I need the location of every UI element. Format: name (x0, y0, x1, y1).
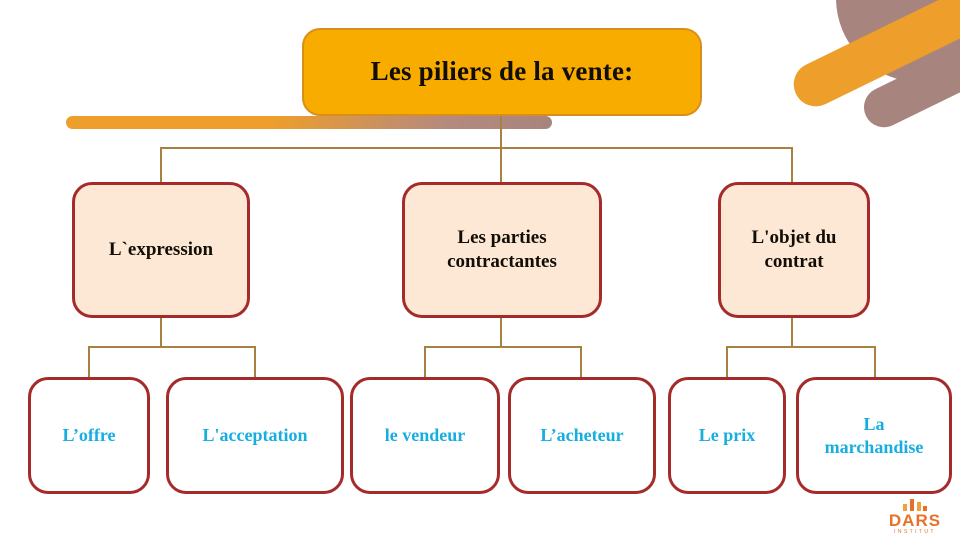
logo-subtitle: INSTITUT (894, 529, 936, 535)
diagram-node-offre-label: L’offre (62, 425, 116, 446)
diagram-node-objet-du-contrat-label: L'objet du contrat (751, 227, 837, 272)
connector-drop-l3-2 (254, 346, 256, 378)
diagram-node-vendeur[interactable]: le vendeur (350, 377, 500, 494)
title-accent-bar (66, 116, 552, 129)
decorative-mauve-bar (857, 0, 960, 134)
diagram-node-vendeur-label: le vendeur (384, 425, 466, 446)
logo-bars-icon (902, 498, 928, 511)
diagram-node-parties-contractantes[interactable]: Les parties contractantes (402, 182, 602, 318)
diagram-node-expression-label: L`expression (108, 239, 214, 261)
connector-drop-l2-2 (500, 147, 502, 183)
diagram-node-acceptation-label: L'acceptation (202, 425, 308, 446)
diagram-node-prix-label: Le prix (698, 425, 756, 446)
connector-stem-b3 (791, 317, 793, 347)
decorative-orange-bar (786, 0, 960, 114)
diagram-node-acheteur-label: L’acheteur (540, 425, 624, 446)
diagram-node-title[interactable]: Les piliers de la vente: (302, 28, 702, 116)
diagram-node-parties-contractantes-label: Les parties contractantes (447, 227, 557, 272)
connector-drop-l3-5 (726, 346, 728, 378)
connector-level2-bus (160, 147, 792, 149)
connector-bus-b2 (424, 346, 582, 348)
diagram-node-marchandise[interactable]: La marchandise (796, 377, 952, 494)
connector-drop-l2-3 (791, 147, 793, 183)
diagram-node-offre[interactable]: L’offre (28, 377, 150, 494)
diagram-node-objet-du-contrat[interactable]: L'objet du contrat (718, 182, 870, 318)
connector-root-stem (500, 116, 502, 148)
diagram-node-prix[interactable]: Le prix (668, 377, 786, 494)
diagram-node-title-label: Les piliers de la vente: (370, 56, 634, 87)
connector-drop-l3-3 (424, 346, 426, 378)
connector-bus-b1 (88, 346, 256, 348)
connector-drop-l3-1 (88, 346, 90, 378)
connector-bus-b3 (726, 346, 876, 348)
diagram-node-acheteur[interactable]: L’acheteur (508, 377, 656, 494)
decorative-mauve-circle (836, 0, 960, 82)
diagram-node-marchandise-label: La marchandise (824, 414, 924, 457)
diagram-node-expression[interactable]: L`expression (72, 182, 250, 318)
connector-drop-l3-4 (580, 346, 582, 378)
connector-drop-l3-6 (874, 346, 876, 378)
connector-drop-l2-1 (160, 147, 162, 183)
connector-stem-b2 (500, 317, 502, 347)
diagram-node-acceptation[interactable]: L'acceptation (166, 377, 344, 494)
logo-wordmark: DARS (888, 511, 942, 530)
dars-institut-logo: DARS INSTITUT (876, 498, 954, 538)
connector-stem-b1 (160, 317, 162, 347)
